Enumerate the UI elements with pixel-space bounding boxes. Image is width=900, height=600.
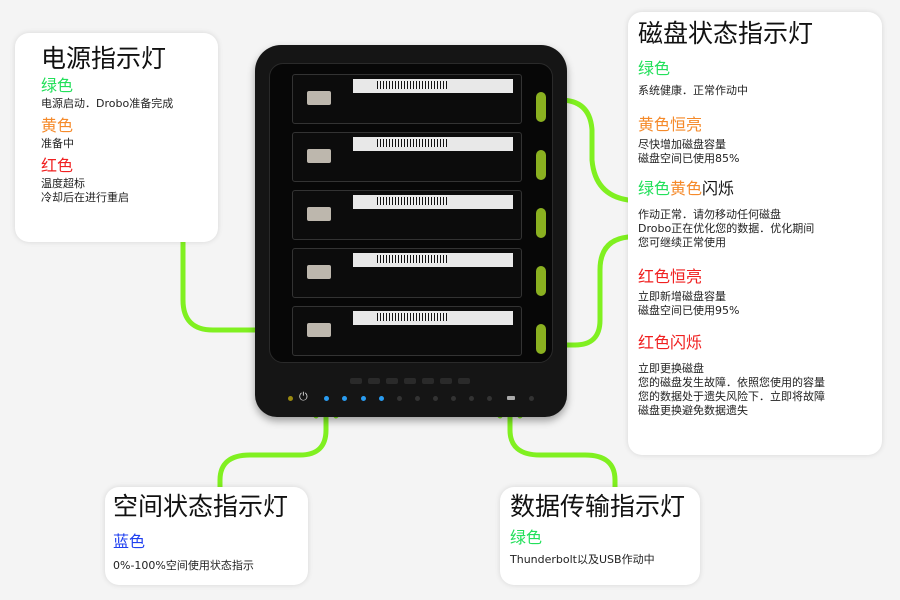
space-led xyxy=(361,396,366,401)
power-led xyxy=(288,396,293,401)
bay-handle[interactable] xyxy=(307,323,331,337)
panel-title: 数据传输指示灯 xyxy=(510,492,686,521)
space-led xyxy=(451,396,456,401)
vent-slot xyxy=(422,378,434,384)
drive-bay-1[interactable] xyxy=(292,74,522,124)
status-desc: 0%-100%空间使用状态指示 xyxy=(113,559,254,572)
barcode xyxy=(377,81,447,89)
panel-title: 磁盘状态指示灯 xyxy=(638,19,814,48)
status-desc: 立即更换磁盘 您的磁盘发生故障．依照您使用的容量 您的数据处于遗失风险下．立即将… xyxy=(638,362,825,417)
space-led xyxy=(433,396,438,401)
space-led xyxy=(379,396,384,401)
vent-slot xyxy=(404,378,416,384)
status-desc: 立即新增磁盘容量 磁盘空间已使用95% xyxy=(638,290,740,317)
status-desc: Thunderbolt以及USB作动中 xyxy=(510,553,655,566)
drive-bay-5[interactable] xyxy=(292,306,522,356)
power-icon[interactable]: ⏻ xyxy=(299,390,308,403)
status-label-blue: 蓝色 xyxy=(113,532,146,551)
vent-slot xyxy=(368,378,380,384)
drive-bays xyxy=(269,63,553,363)
disk-status-led xyxy=(536,266,546,296)
panel-title: 空间状态指示灯 xyxy=(113,492,289,521)
status-desc: 系统健康．正常作动中 xyxy=(638,84,748,97)
drive-bay-2[interactable] xyxy=(292,132,522,182)
bay-handle[interactable] xyxy=(307,207,331,221)
status-label-red: 红色 xyxy=(41,156,74,175)
space-led xyxy=(397,396,402,401)
label-green: 绿色 xyxy=(638,179,671,198)
bay-handle[interactable] xyxy=(307,91,331,105)
barcode xyxy=(377,197,447,205)
power-indicator-panel: 电源指示灯 绿色 电源启动．Drobo准备完成 黄色 准备中 红色 温度超标 冷… xyxy=(15,33,218,242)
space-led xyxy=(487,396,492,401)
barcode xyxy=(377,255,447,263)
space-led xyxy=(342,396,347,401)
drive-bay-3[interactable] xyxy=(292,190,522,240)
data-transfer-led xyxy=(507,396,515,400)
space-led xyxy=(324,396,329,401)
space-led xyxy=(469,396,474,401)
disk-status-led xyxy=(536,92,546,122)
panel-title: 电源指示灯 xyxy=(41,44,167,73)
status-label-green: 绿色 xyxy=(41,76,74,95)
status-desc: 作动正常．请勿移动任何磁盘 Drobo正在优化您的数据．优化期间 您可继续正常使… xyxy=(638,208,815,249)
status-label-yellow: 黄色 xyxy=(41,116,74,135)
status-label-yellow-solid: 黄色恒亮 xyxy=(638,115,703,134)
bay-handle[interactable] xyxy=(307,149,331,163)
status-desc: 尽快增加磁盘容量 磁盘空间已使用85% xyxy=(638,138,740,165)
status-desc: 准备中 xyxy=(41,137,74,150)
disk-status-led xyxy=(536,150,546,180)
vent-slot xyxy=(458,378,470,384)
disk-indicator-panel: 磁盘状态指示灯 绿色 系统健康．正常作动中 黄色恒亮 尽快增加磁盘容量 磁盘空间… xyxy=(628,12,882,455)
drive-bay-4[interactable] xyxy=(292,248,522,298)
bay-handle[interactable] xyxy=(307,265,331,279)
status-led xyxy=(529,396,534,401)
space-indicator-panel: 空间状态指示灯 蓝色 0%-100%空间使用状态指示 xyxy=(105,487,308,585)
vent-slot xyxy=(386,378,398,384)
disk-status-led xyxy=(536,324,546,354)
status-label-green: 绿色 xyxy=(510,528,543,547)
data-indicator-panel: 数据传输指示灯 绿色 Thunderbolt以及USB作动中 xyxy=(500,487,700,585)
vent-slot xyxy=(350,378,362,384)
status-label-green-yellow-blink: 绿色黄色闪烁 xyxy=(638,178,882,200)
barcode xyxy=(377,313,447,321)
label-yellow: 黄色 xyxy=(670,179,703,198)
barcode xyxy=(377,139,447,147)
status-label-green: 绿色 xyxy=(638,59,671,78)
status-desc: 温度超标 冷却后在进行重启 xyxy=(41,177,129,204)
vent-slot xyxy=(440,378,452,384)
space-led xyxy=(415,396,420,401)
drobo-device: ⏻ xyxy=(255,45,567,417)
status-label-red-solid: 红色恒亮 xyxy=(638,267,703,286)
status-label-red-blink: 红色闪烁 xyxy=(638,333,703,352)
status-desc: 电源启动．Drobo准备完成 xyxy=(41,97,174,110)
label-blink: 闪烁 xyxy=(702,179,735,198)
disk-status-led xyxy=(536,208,546,238)
